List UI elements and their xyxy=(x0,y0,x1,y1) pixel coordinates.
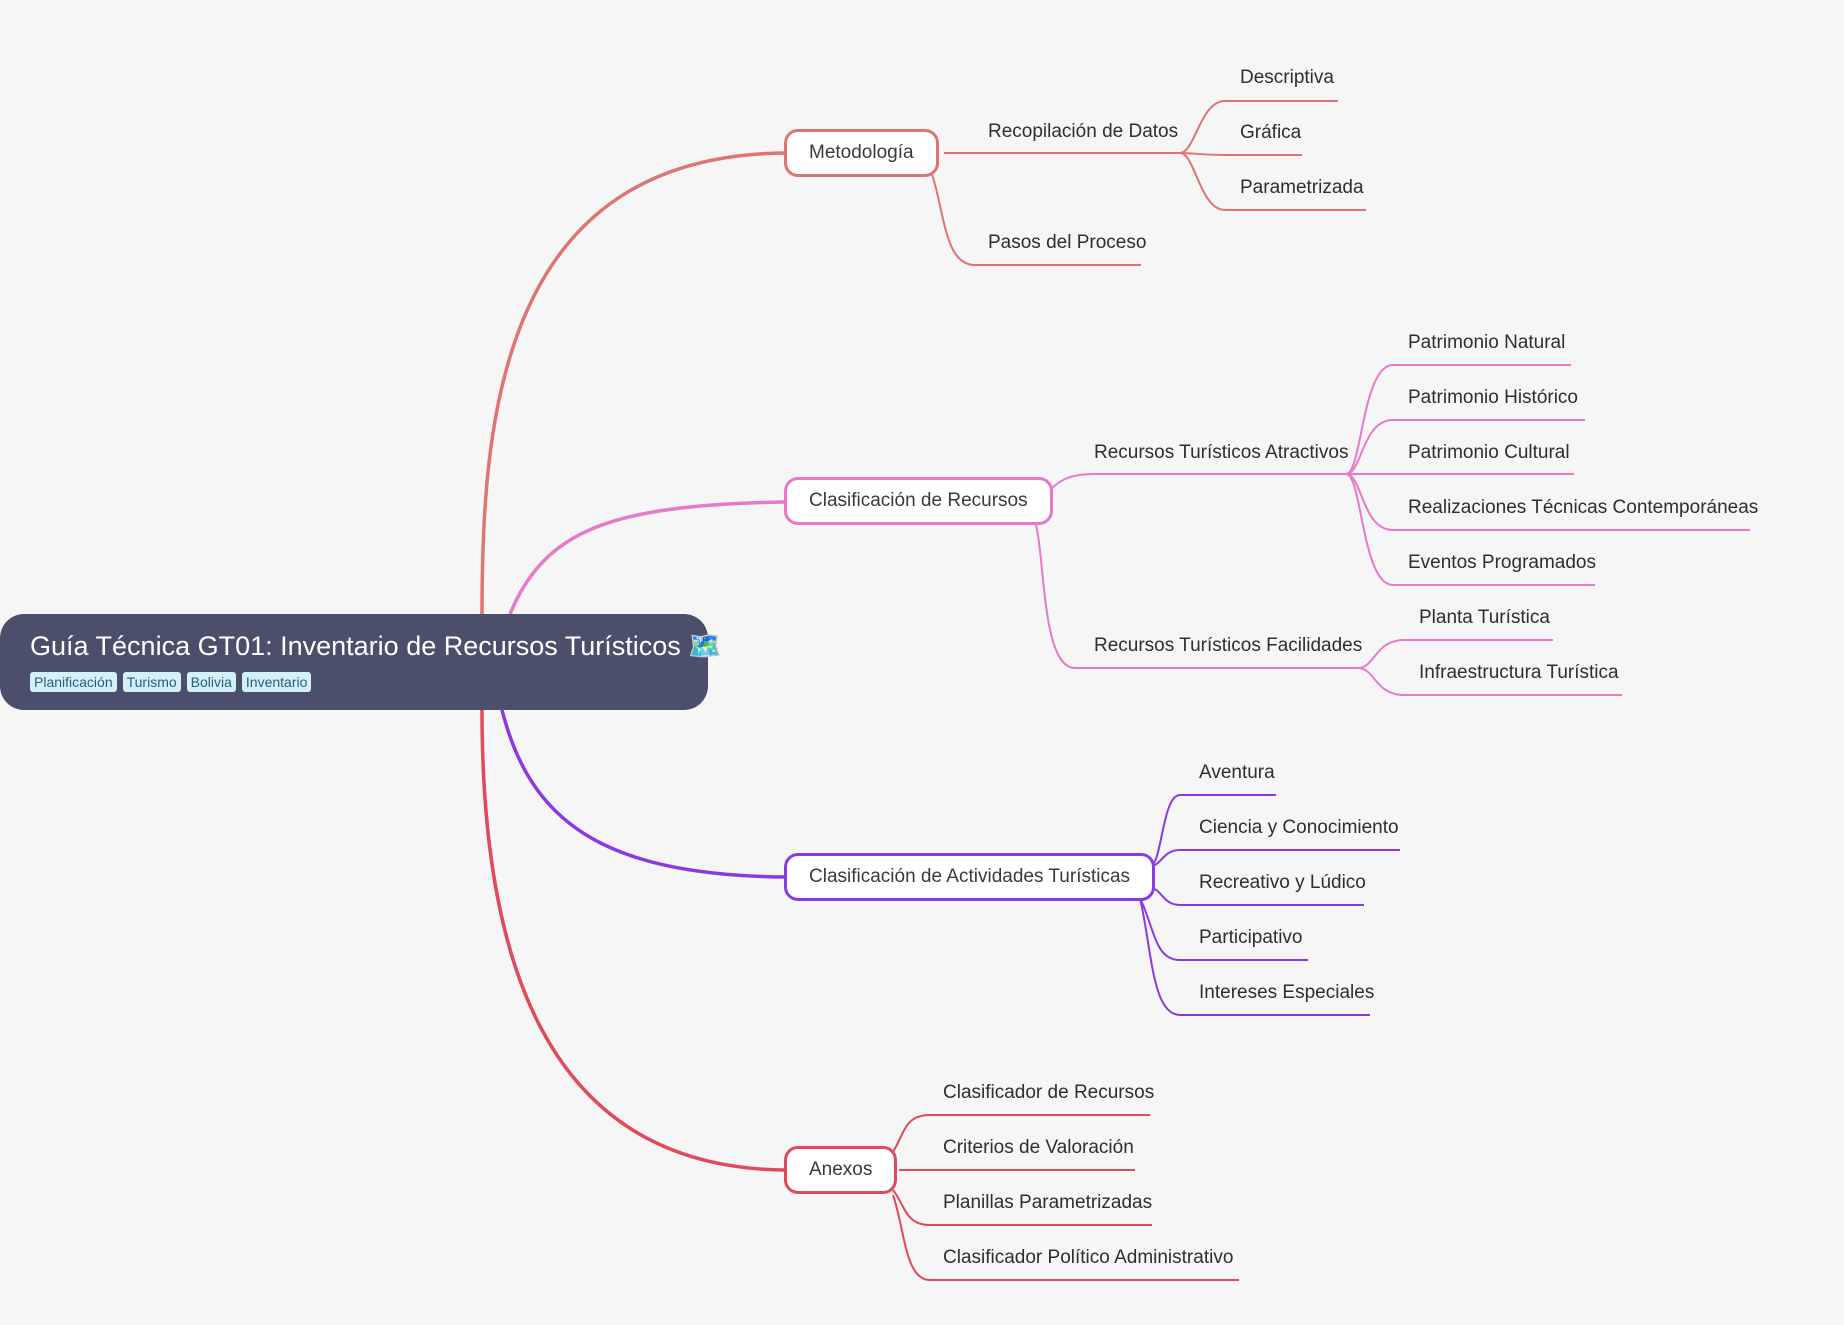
tag-list: Planificación Turismo Bolivia Inventario xyxy=(30,672,678,692)
branch-clasificacion-recursos[interactable]: Clasificación de Recursos xyxy=(784,477,1053,525)
root-node[interactable]: Guía Técnica GT01: Inventario de Recurso… xyxy=(0,614,722,710)
tag[interactable]: Turismo xyxy=(122,672,181,692)
branch-metodologia[interactable]: Metodología xyxy=(784,129,939,177)
node-grafica[interactable]: Gráfica xyxy=(1240,122,1302,143)
node-planta-turistica[interactable]: Planta Turística xyxy=(1419,607,1550,628)
node-recursos-atractivos[interactable]: Recursos Turísticos Atractivos xyxy=(1094,442,1349,463)
node-pasos-proceso[interactable]: Pasos del Proceso xyxy=(988,232,1147,253)
node-realizaciones-tecnicas[interactable]: Realizaciones Técnicas Contemporáneas xyxy=(1408,497,1759,518)
node-criterios-valoracion[interactable]: Criterios de Valoración xyxy=(943,1137,1134,1158)
tag[interactable]: Bolivia xyxy=(186,672,236,692)
node-parametrizada[interactable]: Parametrizada xyxy=(1240,177,1364,198)
root-title: Guía Técnica GT01: Inventario de Recurso… xyxy=(30,631,722,661)
links-clasificacion-recursos xyxy=(1035,364,1750,696)
node-descriptiva[interactable]: Descriptiva xyxy=(1240,67,1334,88)
link-root-clasificacion-actividades xyxy=(500,709,786,879)
node-planillas-parametrizadas[interactable]: Planillas Parametrizadas xyxy=(943,1192,1153,1213)
node-recopilacion-datos[interactable]: Recopilación de Datos xyxy=(988,121,1179,142)
node-patrimonio-cultural[interactable]: Patrimonio Cultural xyxy=(1408,442,1570,463)
node-participativo[interactable]: Participativo xyxy=(1199,927,1303,948)
tag[interactable]: Inventario xyxy=(241,672,312,692)
node-ciencia-conocimiento[interactable]: Ciencia y Conocimiento xyxy=(1199,817,1399,838)
branch-clasificacion-actividades[interactable]: Clasificación de Actividades Turísticas xyxy=(784,853,1156,901)
link-root-clasificacion-recursos xyxy=(508,500,786,615)
branch-anexos[interactable]: Anexos xyxy=(784,1146,898,1194)
link-root-metodologia xyxy=(480,151,786,615)
node-patrimonio-natural[interactable]: Patrimonio Natural xyxy=(1408,332,1566,353)
node-clasificador-recursos[interactable]: Clasificador de Recursos xyxy=(943,1082,1155,1103)
node-recursos-facilidades[interactable]: Recursos Turísticos Facilidades xyxy=(1094,635,1363,656)
links-anexos xyxy=(892,1114,1239,1281)
node-patrimonio-historico[interactable]: Patrimonio Histórico xyxy=(1408,387,1578,408)
node-aventura[interactable]: Aventura xyxy=(1199,762,1275,783)
tag[interactable]: Planificación xyxy=(30,672,117,692)
node-eventos-programados[interactable]: Eventos Programados xyxy=(1408,552,1596,573)
links-metodologia xyxy=(931,100,1366,266)
node-infraestructura-turistica[interactable]: Infraestructura Turística xyxy=(1419,662,1619,683)
link-root-anexos xyxy=(480,709,786,1172)
node-intereses-especiales[interactable]: Intereses Especiales xyxy=(1199,982,1375,1003)
node-recreativo-ludico[interactable]: Recreativo y Lúdico xyxy=(1199,872,1366,893)
node-clasificador-politico[interactable]: Clasificador Político Administrativo xyxy=(943,1247,1234,1268)
